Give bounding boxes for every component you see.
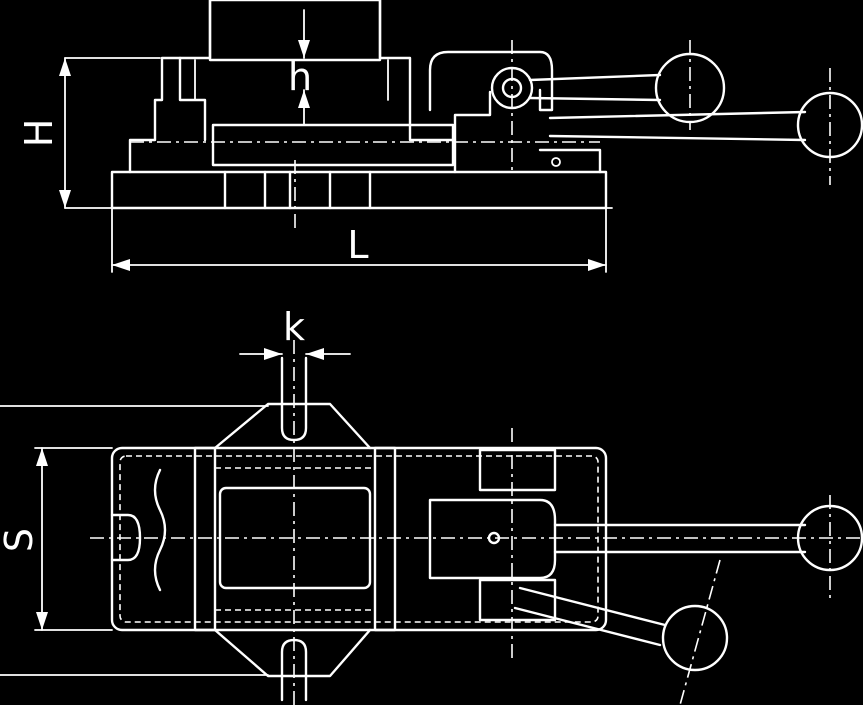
- jaw-serration: [153, 468, 167, 592]
- base-slots: [223, 170, 372, 210]
- lever-block-bottom: [478, 578, 557, 622]
- top-lug-upper: [213, 402, 372, 450]
- lever-link: [453, 90, 492, 142]
- lever-block-top: [478, 448, 557, 492]
- dim-l-arrow-right: [588, 259, 606, 271]
- moving-jaw-box: [208, 0, 382, 62]
- dim-label-height: H: [17, 119, 61, 148]
- left-slot: [110, 513, 142, 562]
- dim-s-arrow-top: [36, 448, 48, 466]
- dim-k-arrow-left: [264, 348, 282, 360]
- spindle-housing: [211, 123, 455, 167]
- dim-label-length: L: [347, 223, 368, 267]
- dim-h-arrow-top: [59, 58, 71, 76]
- side-view: H h L: [17, 0, 863, 273]
- lever-housing: [428, 50, 554, 112]
- support-pin: [551, 157, 561, 167]
- top-center-cavity: [218, 486, 372, 590]
- moving-jaw-plate: [373, 446, 397, 632]
- dim-small-h-arrow-bottom: [298, 90, 310, 108]
- dim-label-h: h: [288, 55, 312, 99]
- base-plate: [110, 170, 608, 210]
- dim-h-arrow-bottom: [59, 190, 71, 208]
- angled-ball-centerline: [679, 559, 721, 705]
- dim-s-arrow-bottom: [36, 612, 48, 630]
- angled-handle-ball: [661, 604, 729, 672]
- dim-small-h-arrow-top: [298, 40, 310, 58]
- dim-label-jaw-width: S: [0, 528, 41, 552]
- dim-label-k: k: [283, 305, 305, 349]
- angled-handle-arm: [513, 586, 667, 647]
- straight-handle-arm: [553, 523, 807, 554]
- lever-support: [538, 148, 602, 174]
- lower-handle-arm: [548, 110, 807, 142]
- top-view: S k: [0, 305, 863, 705]
- upper-handle-arm: [528, 73, 662, 102]
- top-body-inner: [119, 455, 599, 623]
- fixed-jaw-plate: [193, 446, 217, 632]
- dim-l-arrow-left: [112, 259, 130, 271]
- jaw-inner-lines: [194, 59, 389, 101]
- top-lug-lower: [213, 628, 372, 678]
- dim-k-arrow-right: [306, 348, 324, 360]
- top-body-outline: [110, 446, 608, 632]
- fixed-jaw-step: [178, 56, 207, 142]
- lever-body: [428, 498, 557, 580]
